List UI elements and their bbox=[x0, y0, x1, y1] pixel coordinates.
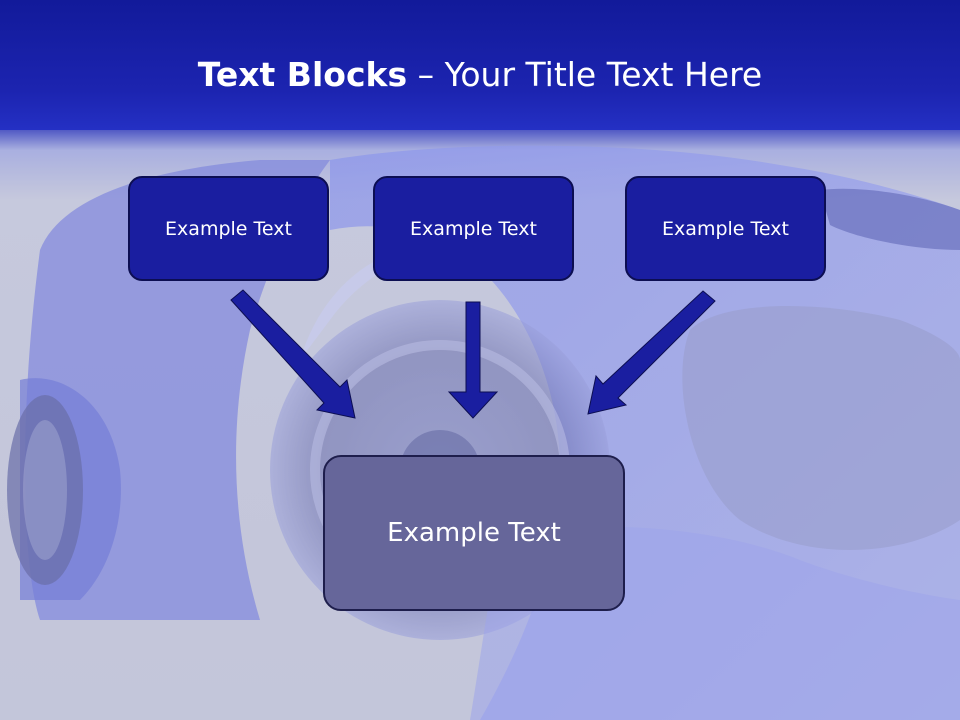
title-bar bbox=[0, 0, 960, 130]
title-dash: – bbox=[407, 55, 445, 94]
arrow-center bbox=[447, 301, 499, 419]
text-block-main: Example Text bbox=[323, 455, 625, 611]
slide-title: Text Blocks – Your Title Text Here bbox=[0, 52, 960, 98]
text-block-1: Example Text bbox=[128, 176, 329, 281]
text-block-2: Example Text bbox=[373, 176, 574, 281]
arrow-right bbox=[587, 290, 716, 415]
title-rest: Your Title Text Here bbox=[444, 55, 763, 94]
text-block-3: Example Text bbox=[625, 176, 826, 281]
title-bold-part: Text Blocks bbox=[197, 55, 408, 94]
arrow-left bbox=[230, 289, 356, 419]
